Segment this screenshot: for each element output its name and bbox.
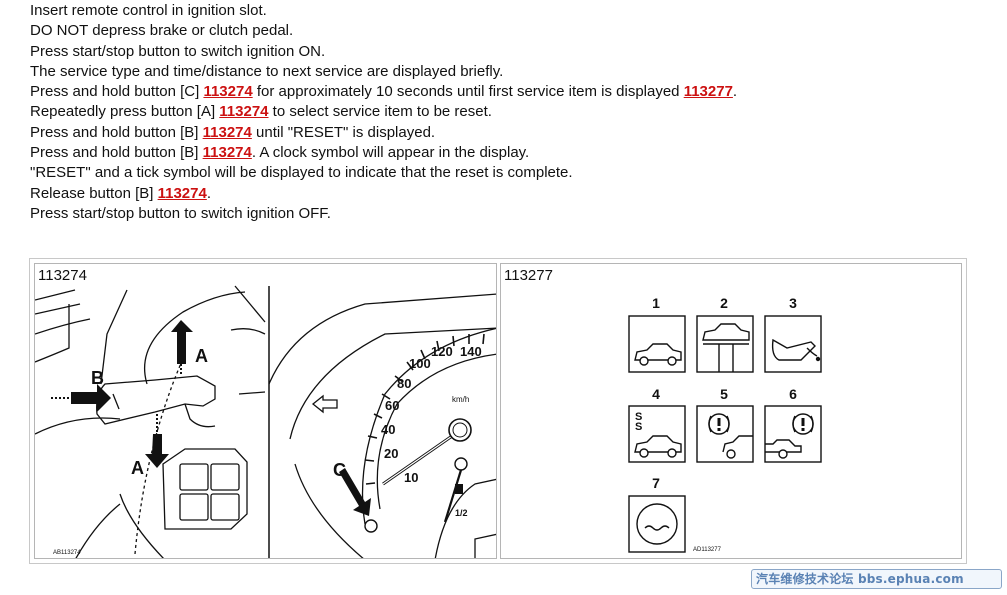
- item-number-1: 1: [652, 295, 660, 311]
- figure-table: A A B C 120 140 100 80 60 40 20 10 km/h …: [29, 258, 967, 564]
- dial-60: 60: [385, 398, 399, 413]
- figure-caption: 113274: [38, 267, 87, 284]
- label-b: B: [91, 368, 104, 388]
- dial-80: 80: [397, 376, 411, 391]
- figure-link-113274[interactable]: 113274: [202, 144, 252, 162]
- svg-text:S: S: [635, 411, 642, 423]
- svg-text:S: S: [635, 421, 642, 433]
- service-items-symbols-drawing: 1 2 3 4 5 6 7: [628, 295, 822, 553]
- step-10: Release button [B] 113274.: [30, 184, 211, 202]
- figure-link-113277[interactable]: 113277: [683, 83, 733, 101]
- dial-140: 140: [460, 344, 482, 359]
- unit-label: km/h: [452, 395, 469, 404]
- dial-40: 40: [381, 422, 395, 437]
- step-7: Press and hold button [B] 113274 until "…: [30, 123, 436, 141]
- item-number-2: 2: [720, 295, 728, 311]
- step-6: Repeatedly press button [A] 113274 to se…: [30, 103, 492, 121]
- step-9: "RESET" and a tick symbol will be displa…: [30, 164, 573, 182]
- figure-code: AD113277: [693, 547, 722, 553]
- step-2: DO NOT depress brake or clutch pedal.: [30, 22, 294, 40]
- steering-column-and-cluster-drawing: A A B C 120 140 100 80 60 40 20 10 km/h …: [35, 285, 496, 558]
- item-number-4: 4: [652, 386, 660, 402]
- figure-link-113274[interactable]: 113274: [202, 123, 252, 141]
- label-a-bottom: A: [131, 458, 144, 478]
- dial-20: 20: [384, 446, 398, 461]
- figure-caption: 113277: [504, 267, 553, 284]
- step-3: Press start/stop button to switch igniti…: [30, 42, 326, 60]
- item-number-5: 5: [720, 386, 728, 402]
- figure-link-113274[interactable]: 113274: [203, 83, 253, 101]
- forum-watermark: 汽车维修技术论坛 bbs.ephua.com: [751, 569, 1002, 589]
- figure-113274: A A B C 120 140 100 80 60 40 20 10 km/h …: [34, 263, 497, 559]
- step-1: Insert remote control in ignition slot.: [30, 2, 267, 19]
- step-8: Press and hold button [B] 113274. A cloc…: [30, 144, 530, 162]
- figure-link-113274[interactable]: 113274: [157, 184, 207, 202]
- dial-100: 100: [409, 356, 431, 371]
- step-5: Press and hold button [C] 113274 for app…: [30, 83, 738, 101]
- step-4: The service type and time/distance to ne…: [30, 62, 504, 80]
- figure-113277: 1 2 3 4 5 6 7: [500, 263, 962, 559]
- figure-link-113274[interactable]: 113274: [219, 103, 269, 121]
- procedure-steps: Insert remote control in ignition slot. …: [30, 1, 737, 224]
- item-number-7: 7: [652, 475, 660, 491]
- step-11: Press start/stop button to switch igniti…: [30, 204, 331, 222]
- figure-code: AB113274: [53, 550, 81, 556]
- fuel-half-label: 1/2: [455, 508, 468, 518]
- label-a-top: A: [195, 346, 208, 366]
- item-number-6: 6: [789, 386, 797, 402]
- label-c: C: [333, 460, 346, 480]
- dial-120: 120: [431, 344, 453, 359]
- dial-10: 10: [404, 470, 418, 485]
- item-number-3: 3: [789, 295, 797, 311]
